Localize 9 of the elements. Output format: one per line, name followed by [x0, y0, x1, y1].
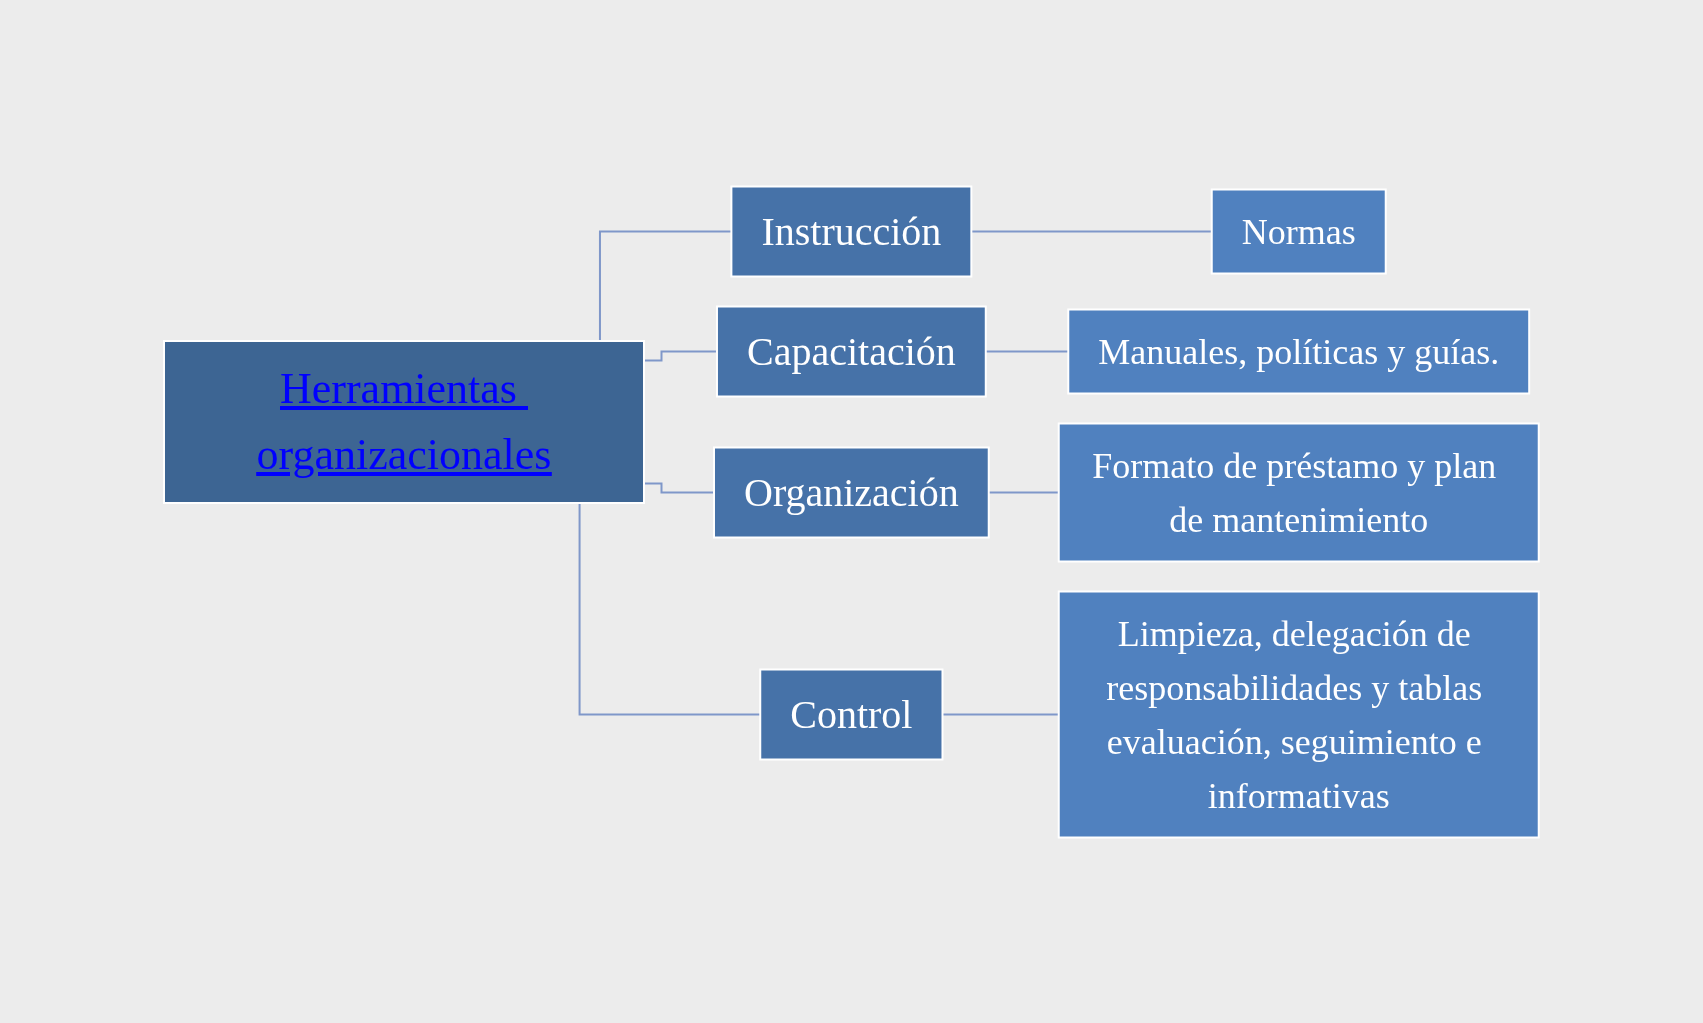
node-box: Organización [713, 446, 990, 538]
node-box: Control [759, 668, 944, 760]
node-box: Herramientas organizacionales [163, 339, 646, 504]
node-box: Instrucción [730, 185, 973, 277]
node-box: Capacitación [716, 305, 987, 397]
node-box: Formato de préstamo y plan de mantenimiento [1057, 422, 1540, 562]
node-box: Normas [1210, 188, 1387, 274]
node-box: Manuales, políticas y guías. [1067, 308, 1531, 394]
node-box: Limpieza, delegación de responsabilidades y tablas evaluación, seguimiento e informativas [1057, 590, 1540, 838]
